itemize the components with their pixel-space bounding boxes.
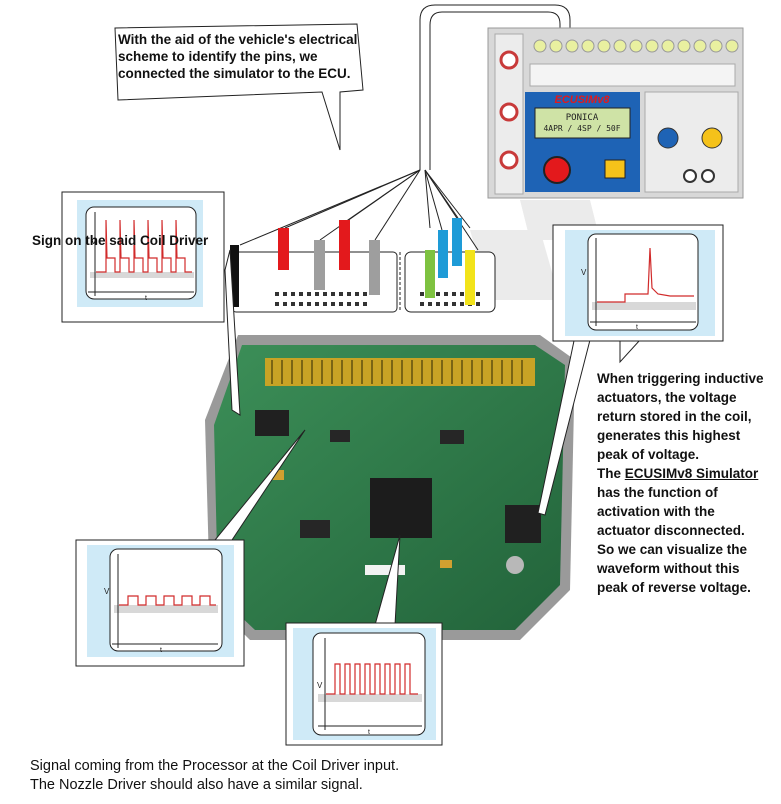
scope-square-wave [75,429,306,667]
scope3-v-label: V [104,587,110,596]
bottom-caption-line1: Signal coming from the Processor at the … [30,758,400,774]
scope2-t-label: t [636,324,638,331]
right-text-part2-suffix: has the function of activation with the … [597,485,745,538]
scope1-t-label: t [145,295,147,302]
right-text-part2-prefix: The [597,466,625,481]
sim-brand: ECUSIMv8 [554,94,610,106]
sim-display-line2: 4APR / 4SP / 50F [543,124,620,133]
ecu-board [205,335,575,640]
scope-pulse-train [285,534,443,746]
coil-driver-label: Sign on the said Coil Driver [32,233,209,248]
scope4-t-label: t [368,729,370,736]
right-text-part1: When triggering inductive actuators, the… [597,371,764,462]
ecusim-simulator [487,27,744,199]
probe-wires [239,4,571,251]
sim-display-line1: PONICA [566,113,599,123]
scope1-v-label: V [91,237,97,246]
probe-pins [230,218,475,307]
scope-coil-driver [61,191,241,416]
right-explanation: When triggering inductive actuators, the… [597,369,769,597]
right-text-part3: So we can visualize the waveform without… [597,542,751,595]
top-callout-bubble [114,23,364,151]
scope2-v-label: V [581,268,587,277]
top-callout-text: With the aid of the vehicle's electrical… [118,32,358,81]
scope4-v-label: V [317,681,323,690]
right-text-part2: The ECUSIMv8 Simulator has the function … [597,464,769,540]
scope3-t-label: t [160,647,162,654]
scope-peak-voltage [537,224,724,516]
ecusim-link[interactable]: ECUSIMv8 Simulator [624,466,759,481]
bottom-caption: Signal coming from the Processor at the … [30,757,730,795]
bottom-caption-line2: The Nozzle Driver should also have a sim… [30,777,363,793]
